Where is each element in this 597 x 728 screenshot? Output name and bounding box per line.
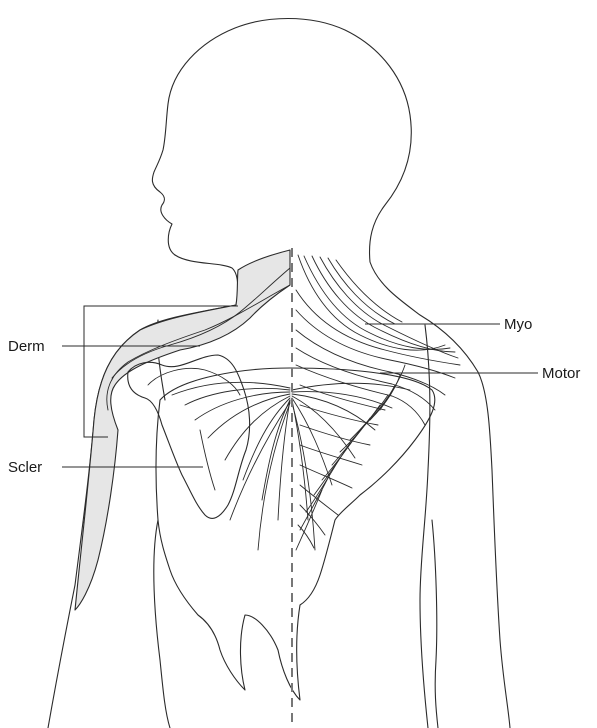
scapula-outline bbox=[128, 355, 250, 518]
left-side-torso bbox=[154, 520, 170, 728]
label-derm: Derm bbox=[8, 338, 45, 355]
scapula-inner bbox=[200, 430, 215, 490]
label-myo: Myo bbox=[504, 316, 532, 333]
left-arm-outline bbox=[48, 585, 75, 728]
leader-lines bbox=[62, 306, 538, 467]
dermatome-band bbox=[75, 250, 290, 610]
label-motor: Motor bbox=[542, 365, 580, 382]
label-scler: Scler bbox=[8, 459, 42, 476]
right-waist-line bbox=[432, 520, 438, 728]
